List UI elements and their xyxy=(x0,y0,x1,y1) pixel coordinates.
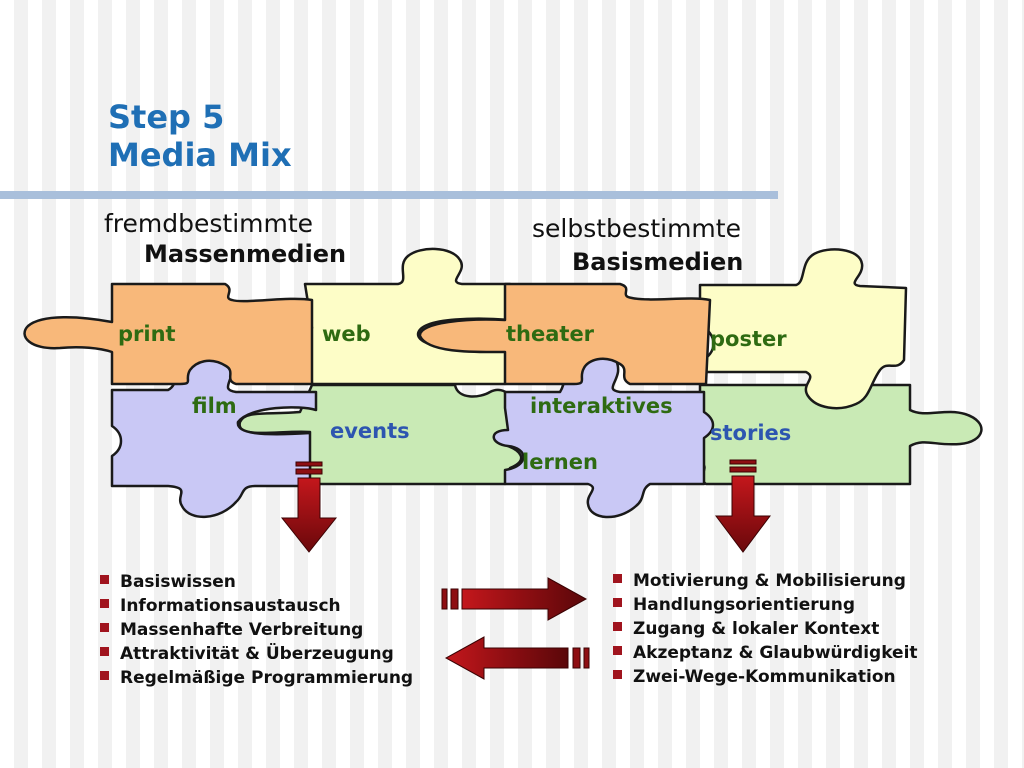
piece-label-web: web xyxy=(322,322,371,346)
right-subtitle-bold: Basismedien xyxy=(572,248,744,276)
title-divider xyxy=(0,191,778,199)
down-arrow-right-icon xyxy=(715,459,771,553)
list-item: Handlungsorientierung xyxy=(613,593,918,617)
list-item: Basiswissen xyxy=(100,570,413,594)
piece-label-film: film xyxy=(192,394,237,418)
puzzle-piece-print xyxy=(23,282,314,386)
left-subtitle-light: fremdbestimmte xyxy=(104,209,314,238)
piece-label-events: events xyxy=(330,419,410,443)
arrow-right-icon xyxy=(441,577,588,621)
puzzle-piece-theater xyxy=(418,282,712,386)
down-arrow-left-icon xyxy=(280,461,338,553)
list-item: Motivierung & Mobilisierung xyxy=(613,569,918,593)
list-item: Massenhafte Verbreitung xyxy=(100,618,413,642)
puzzle-piece-poster xyxy=(698,248,908,410)
list-item: Attraktivität & Überzeugung xyxy=(100,642,413,666)
list-item: Informationsaustausch xyxy=(100,594,413,618)
piece-label-theater: theater xyxy=(506,322,595,346)
list-item: Zwei-Wege-Kommunikation xyxy=(613,665,918,689)
list-item: Akzeptanz & Glaubwürdigkeit xyxy=(613,641,918,665)
title-line-step: Step 5 xyxy=(108,98,225,136)
list-item: Regelmäßige Programmierung xyxy=(100,666,413,690)
left-subtitle-bold: Massenmedien xyxy=(144,240,347,268)
piece-label-poster: poster xyxy=(710,327,787,351)
arrow-left-icon xyxy=(444,636,590,680)
right-bullet-list: Motivierung & Mobilisierung Handlungsori… xyxy=(613,569,918,689)
piece-label-lernen: lernen xyxy=(522,450,598,474)
title-line-media-mix: Media Mix xyxy=(108,136,292,174)
slide-title: Step 5 Media Mix xyxy=(108,98,292,174)
piece-label-interaktives: interaktives xyxy=(530,394,673,418)
right-subtitle-light: selbstbestimmte xyxy=(532,214,741,243)
list-item: Zugang & lokaler Kontext xyxy=(613,617,918,641)
piece-label-print: print xyxy=(118,322,176,346)
left-bullet-list: Basiswissen Informationsaustausch Massen… xyxy=(100,570,413,690)
piece-label-stories: stories xyxy=(710,421,791,445)
